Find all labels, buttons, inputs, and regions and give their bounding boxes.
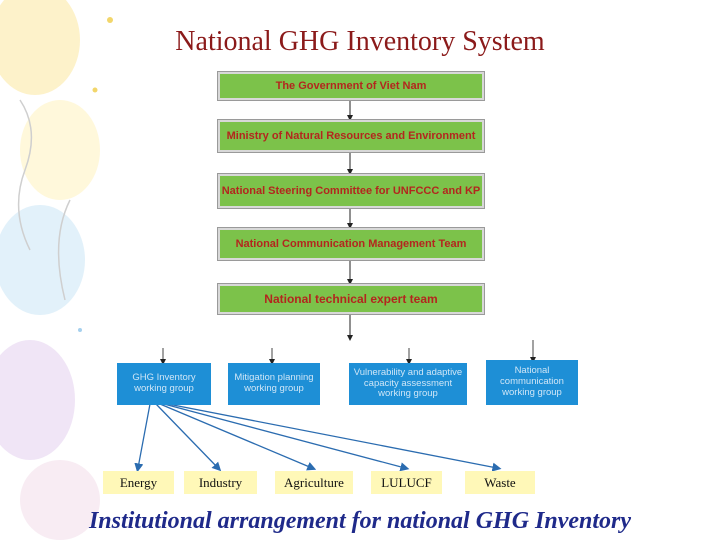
- sector-lulucf: LULUCF: [371, 471, 442, 494]
- box-government: The Government of Viet Nam: [218, 72, 484, 100]
- sector-industry: Industry: [184, 471, 257, 494]
- box-expert-team: National technical expert team: [218, 284, 484, 314]
- page-caption: Institutional arrangement for national G…: [88, 508, 632, 534]
- sector-energy: Energy: [103, 471, 174, 494]
- box-steering-committee: National Steering Committee for UNFCCC a…: [218, 174, 484, 208]
- box-vulnerability-group: Vulnerability and adaptive capacity asse…: [349, 363, 467, 405]
- sector-waste: Waste: [465, 471, 535, 494]
- box-mitigation-group: Mitigation planning working group: [228, 363, 320, 405]
- box-ghg-inventory-group: GHG Inventory working group: [117, 363, 211, 405]
- box-management-team: National Communication Management Team: [218, 228, 484, 260]
- box-ministry: Ministry of Natural Resources and Enviro…: [218, 120, 484, 152]
- page-title: National GHG Inventory System: [175, 26, 545, 57]
- box-national-communication-group: National communication working group: [486, 360, 578, 405]
- sector-agriculture: Agriculture: [275, 471, 353, 494]
